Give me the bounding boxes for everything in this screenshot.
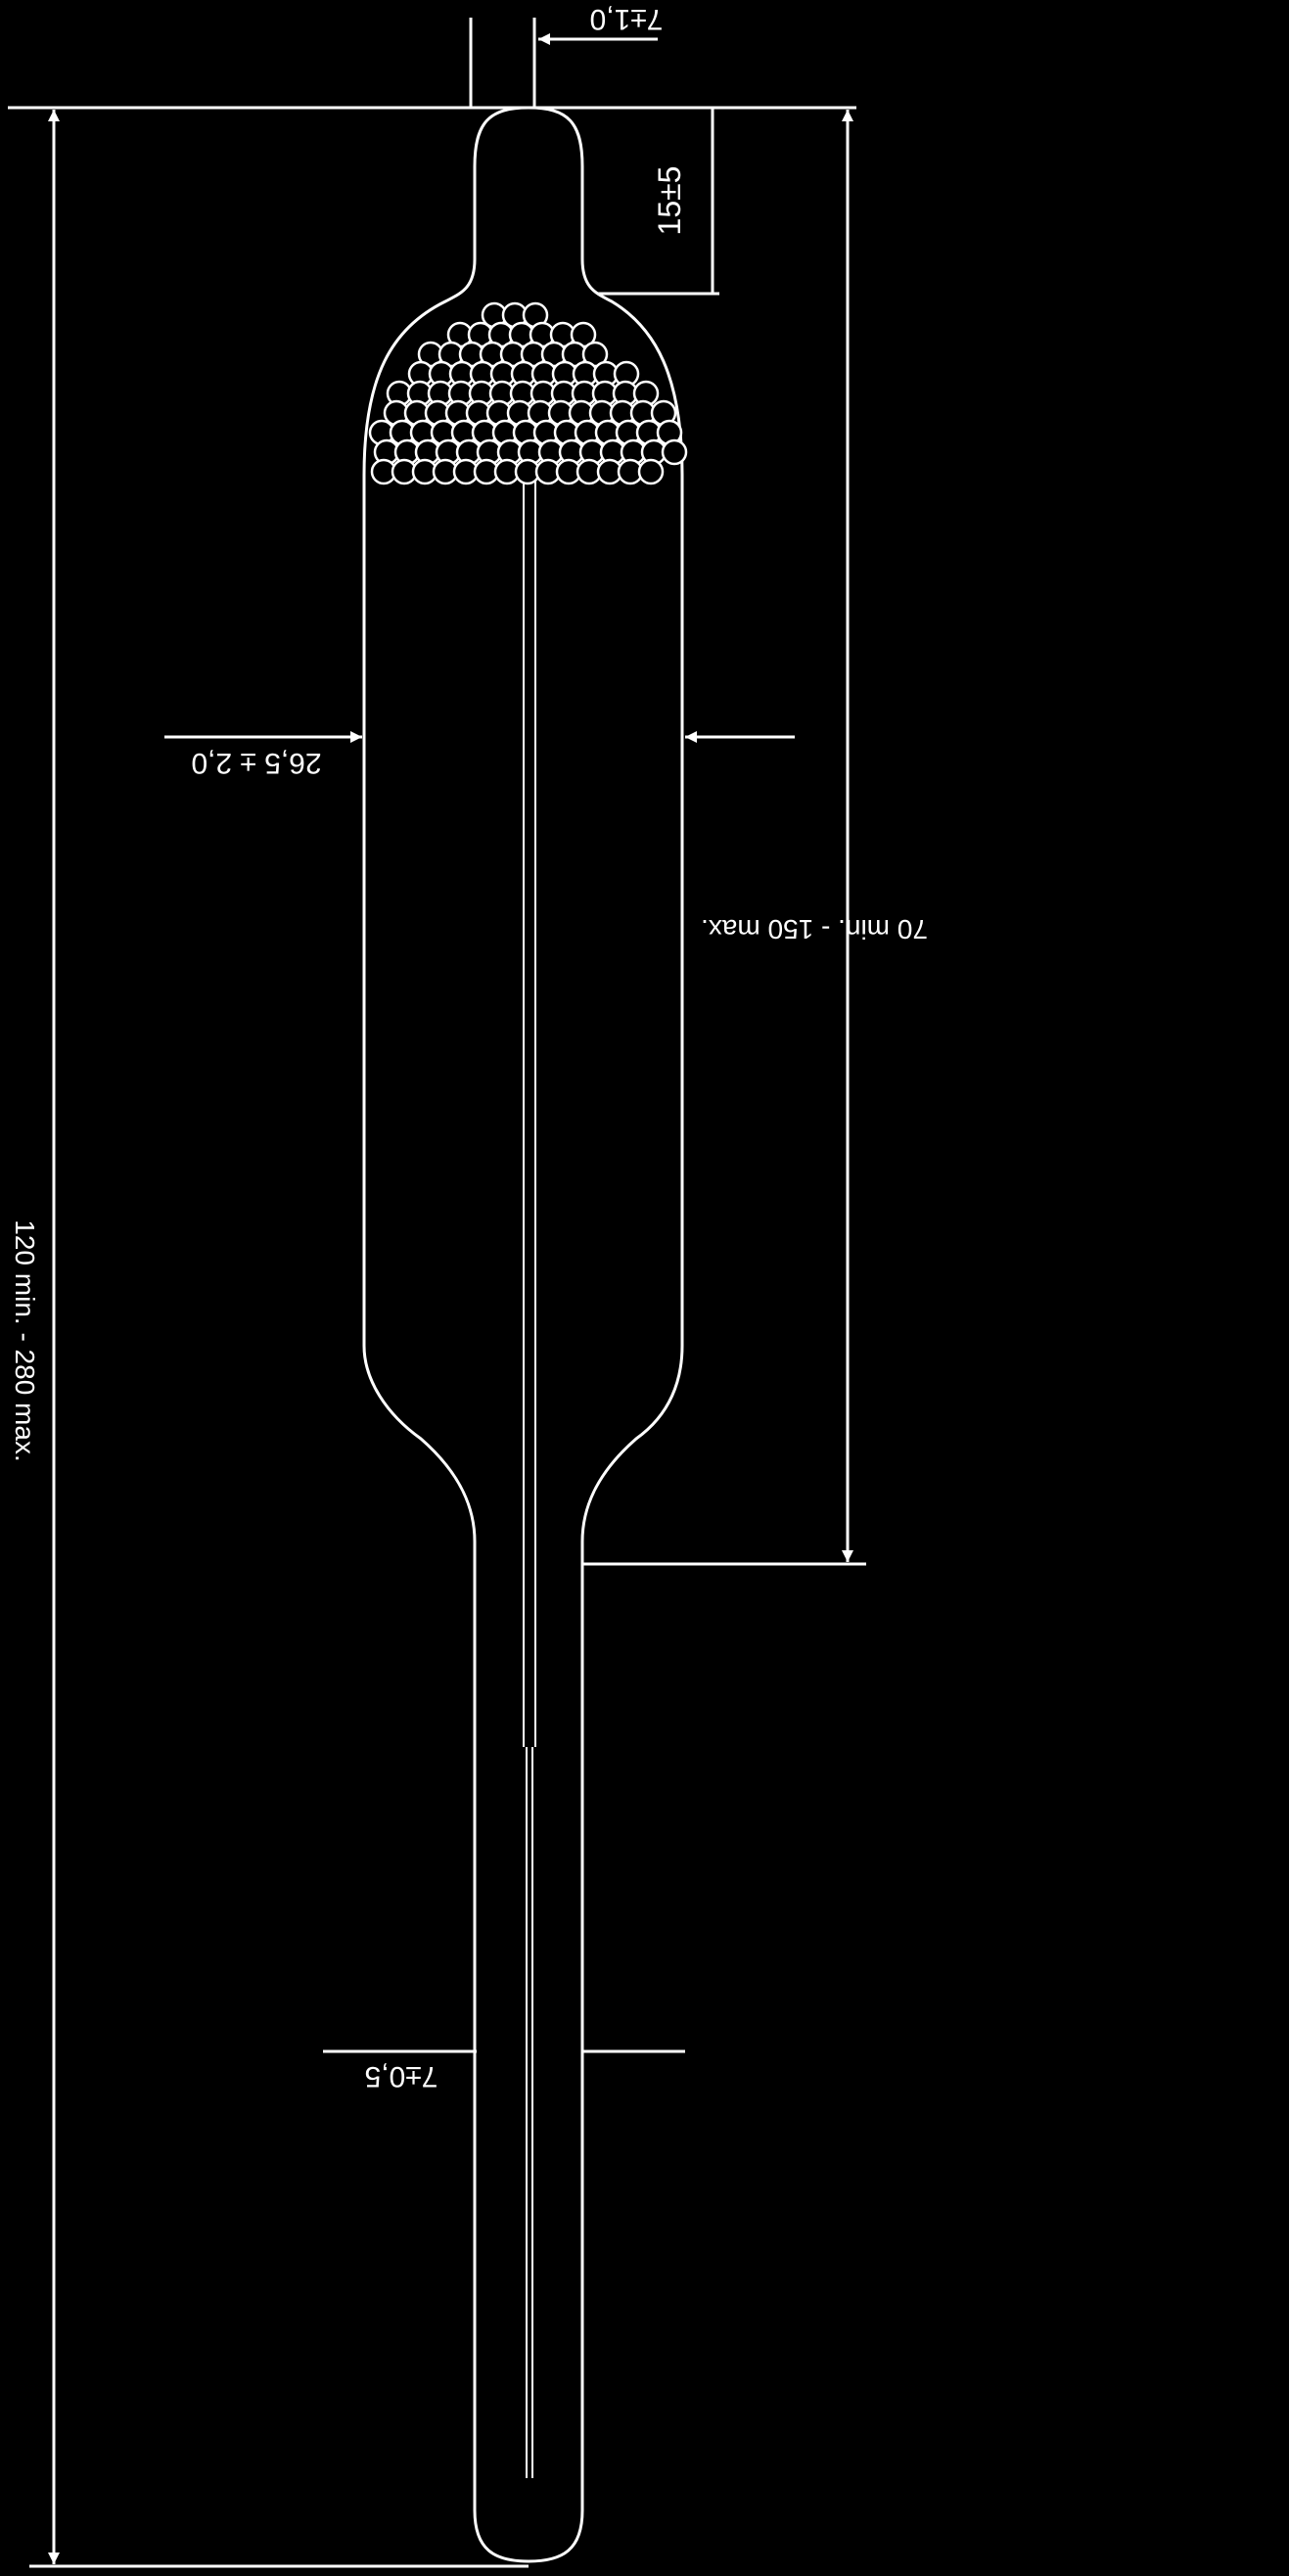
stem-diameter-label: 7±0,5 xyxy=(365,2060,438,2093)
bead xyxy=(637,458,665,485)
bulb-diameter-label: 26,5 ± 2,0 xyxy=(191,747,321,779)
capillary-tube xyxy=(523,475,536,1747)
bead-cluster xyxy=(368,301,688,485)
thermometer-outline xyxy=(362,106,684,2563)
bulb-length-label: 70 min. - 150 max. xyxy=(701,914,928,944)
tip-offset-label: 7±1,0 xyxy=(590,3,664,35)
capillary-lower xyxy=(526,1747,533,2478)
overall-length-label: 120 min. - 280 max. xyxy=(10,1219,40,1461)
neck-length-label: 15±5 xyxy=(652,166,687,236)
bead xyxy=(661,438,688,466)
